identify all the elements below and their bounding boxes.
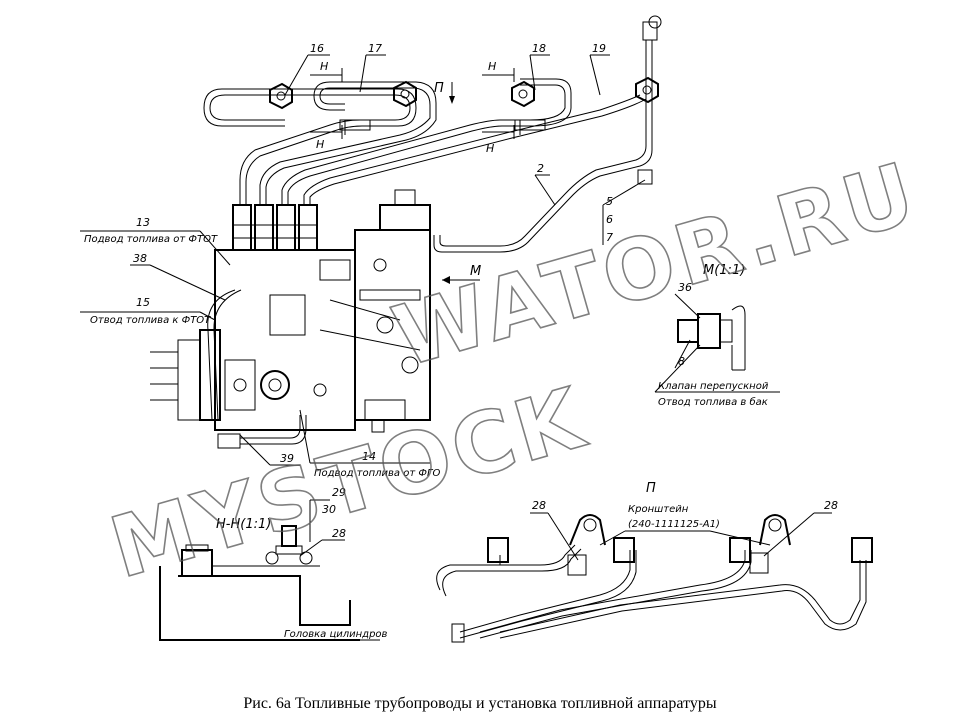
view-p-arrow: П [434,81,455,104]
callout-16: 16 [310,42,324,55]
callout-28: 28 [824,499,838,512]
pipe-nut [393,80,417,108]
callout-2: 2 [537,162,544,175]
note-13: Подвод топлива от ФТОТ [84,234,218,245]
callout-17: 17 [368,42,382,55]
injection-pump [150,189,431,449]
view-m-label: М [470,264,481,279]
pipe-nut [511,80,535,108]
callout-13: 13 [136,216,150,229]
callout-14: 14 [362,450,376,463]
detail-m: М(1:1) [677,263,746,371]
callout-38: 38 [133,252,147,265]
callout-7: 7 [606,231,613,244]
n-mark: Н [320,60,328,73]
callout-8: 8 [678,355,685,368]
callout-36: 36 [678,281,692,294]
n-mark: Н [316,138,324,151]
note-bracket-1: Кронштейн [628,504,689,515]
section-nn-title: Н-Н(1:1) [216,517,271,532]
callout-19: 19 [592,42,606,55]
callout-numbers: 16 17 18 19 2 5 6 7 13 Подвод топлива от… [84,42,838,640]
view-p-bottom: П [436,481,873,643]
note-14: Подвод топлива от ФГО [314,468,441,479]
n-mark: Н [488,60,496,73]
view-p-label: П [434,81,444,96]
callout-18: 18 [532,42,546,55]
note-15: Отвод топлива к ФТОТ [90,315,211,326]
note-head: Головка цилиндров [284,629,388,640]
detail-m-title: М(1:1) [703,263,745,278]
pipe-nut [269,82,293,110]
section-marks-n: Н Н Н Н [310,60,515,155]
pipe-nut [635,76,659,104]
note-valve-1: Клапан перепускной [658,381,769,392]
view-p-bottom-label: П [646,481,656,496]
note-valve-2: Отвод топлива в бак [658,396,768,408]
high-pressure-pipes-top [203,15,662,253]
callout-29: 29 [332,486,346,499]
callout-6: 6 [606,213,613,226]
figure-caption: Рис. 6а Топливные трубопроводы и установ… [243,695,717,712]
watermark-line-2: WATOR.RU [383,143,928,386]
callout-15: 15 [136,296,150,309]
callout-30: 30 [322,503,336,516]
callout-5: 5 [606,195,613,208]
callout-39: 39 [280,452,294,465]
n-mark: Н [486,142,494,155]
callout-28: 28 [532,499,546,512]
watermark-line-1: MYSTOCK [100,368,596,597]
view-m-arrow: М [442,264,481,284]
callout-28: 28 [332,527,346,540]
callout-leaders [80,54,832,641]
note-bracket-2: (240-1111125-А1) [628,519,720,530]
